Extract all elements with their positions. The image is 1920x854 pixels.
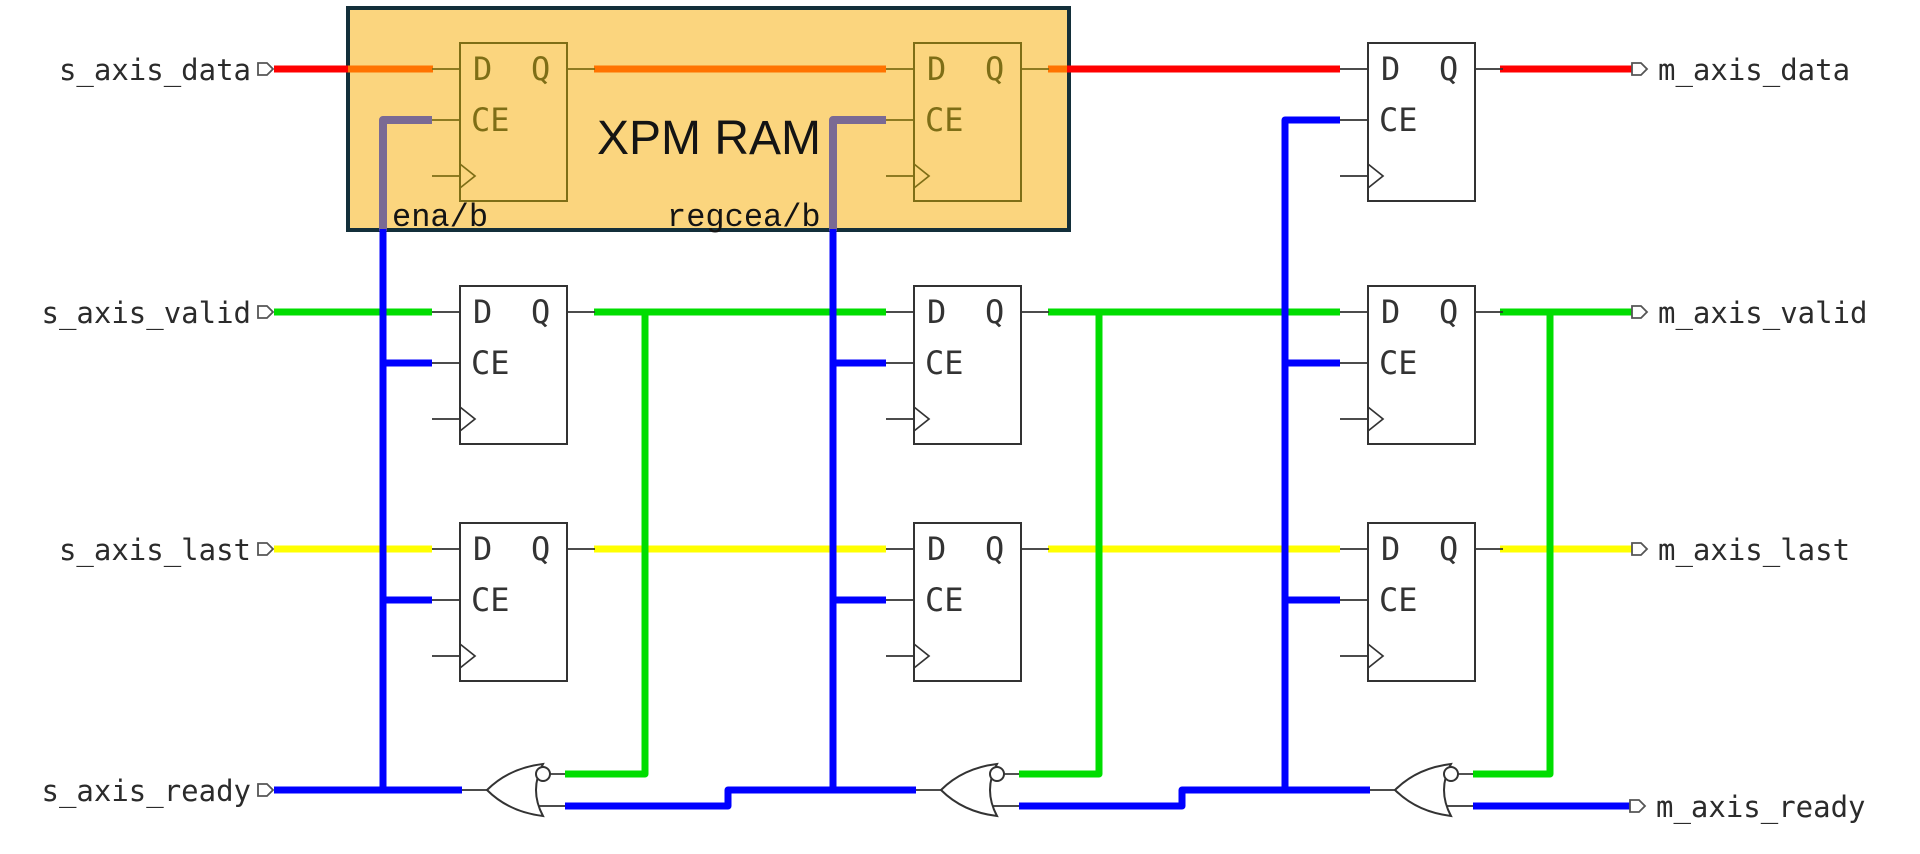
ff-valid-stage1 — [431, 285, 596, 445]
ff-data-stage3 — [1339, 42, 1504, 202]
port-s-axis-data — [257, 62, 274, 76]
port-label-m-axis-ready: m_axis_ready — [1656, 790, 1866, 825]
wire-ena-internal — [379, 116, 432, 231]
port-label-s-axis-data: s_axis_data — [59, 53, 251, 88]
port-label-m-axis-data: m_axis_data — [1658, 53, 1850, 88]
wire-valid-feedback-2 — [1019, 312, 1103, 778]
ff-last-stage3 — [1339, 522, 1504, 682]
port-m-axis-valid — [1631, 305, 1648, 319]
xpm-ena-label: ena/b — [392, 199, 488, 236]
port-m-axis-ready — [1629, 799, 1646, 813]
wire-valid-feedback-3 — [1473, 312, 1554, 778]
wire-ready-stage2 — [1019, 786, 1370, 810]
port-s-axis-last — [257, 542, 274, 556]
port-s-axis-valid — [257, 305, 274, 319]
port-m-axis-data — [1631, 62, 1648, 76]
port-label-s-axis-last: s_axis_last — [59, 533, 251, 568]
port-m-axis-last — [1631, 542, 1648, 556]
ff-last-stage2 — [885, 522, 1050, 682]
wire-ready-stage1 — [565, 786, 916, 810]
or-gate-ready-stage2 — [915, 763, 1020, 817]
xpm-ram-title: XPM RAM — [597, 112, 821, 165]
ff-valid-stage3 — [1339, 285, 1504, 445]
port-s-axis-ready — [257, 783, 274, 797]
or-gate-ready-stage1 — [461, 763, 566, 817]
wire-regcea-internal — [829, 116, 886, 231]
ff-last-stage1 — [431, 522, 596, 682]
xpm-regcea-label: regcea/b — [667, 199, 821, 236]
port-label-s-axis-ready: s_axis_ready — [41, 774, 251, 809]
port-label-s-axis-valid: s_axis_valid — [41, 296, 251, 331]
wire-valid-feedback-1 — [565, 312, 649, 778]
port-label-m-axis-last: m_axis_last — [1658, 533, 1850, 568]
ff-valid-stage2 — [885, 285, 1050, 445]
wire-ce-vertical-3 — [1281, 116, 1340, 790]
or-gate-ready-stage3 — [1369, 763, 1474, 817]
port-label-m-axis-valid: m_axis_valid — [1658, 296, 1868, 331]
